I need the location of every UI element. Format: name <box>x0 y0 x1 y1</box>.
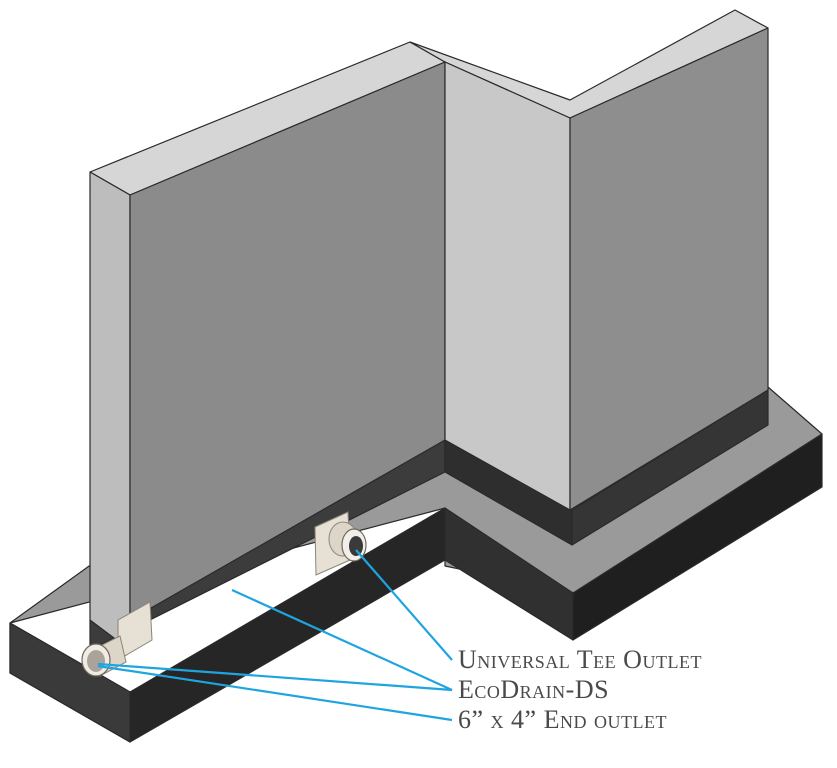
label-ecodrain-ds: EcoDrain-DS <box>458 675 609 704</box>
leader-ecodrain <box>231 588 453 692</box>
leader-end-outlet-b <box>97 664 453 722</box>
callout-labels: Universal Tee Outlet EcoDrain-DS 6” x 4”… <box>458 645 702 734</box>
universal-tee-outlet-fitting <box>314 511 367 576</box>
wall-face-right <box>569 27 769 511</box>
footing-front-right <box>572 433 823 641</box>
wall-end-left <box>89 171 131 651</box>
leader-end-outlet-a <box>97 662 453 692</box>
tee-pipe-bore <box>349 536 363 556</box>
leader-lines <box>97 549 453 722</box>
wall-face-inner <box>444 61 571 511</box>
foundation-wall <box>89 9 769 651</box>
label-universal-tee-outlet: Universal Tee Outlet <box>458 645 702 674</box>
leader-universal-tee <box>355 549 453 661</box>
end-outlet-bore <box>87 650 105 672</box>
label-end-outlet: 6” x 4” End outlet <box>458 705 667 734</box>
